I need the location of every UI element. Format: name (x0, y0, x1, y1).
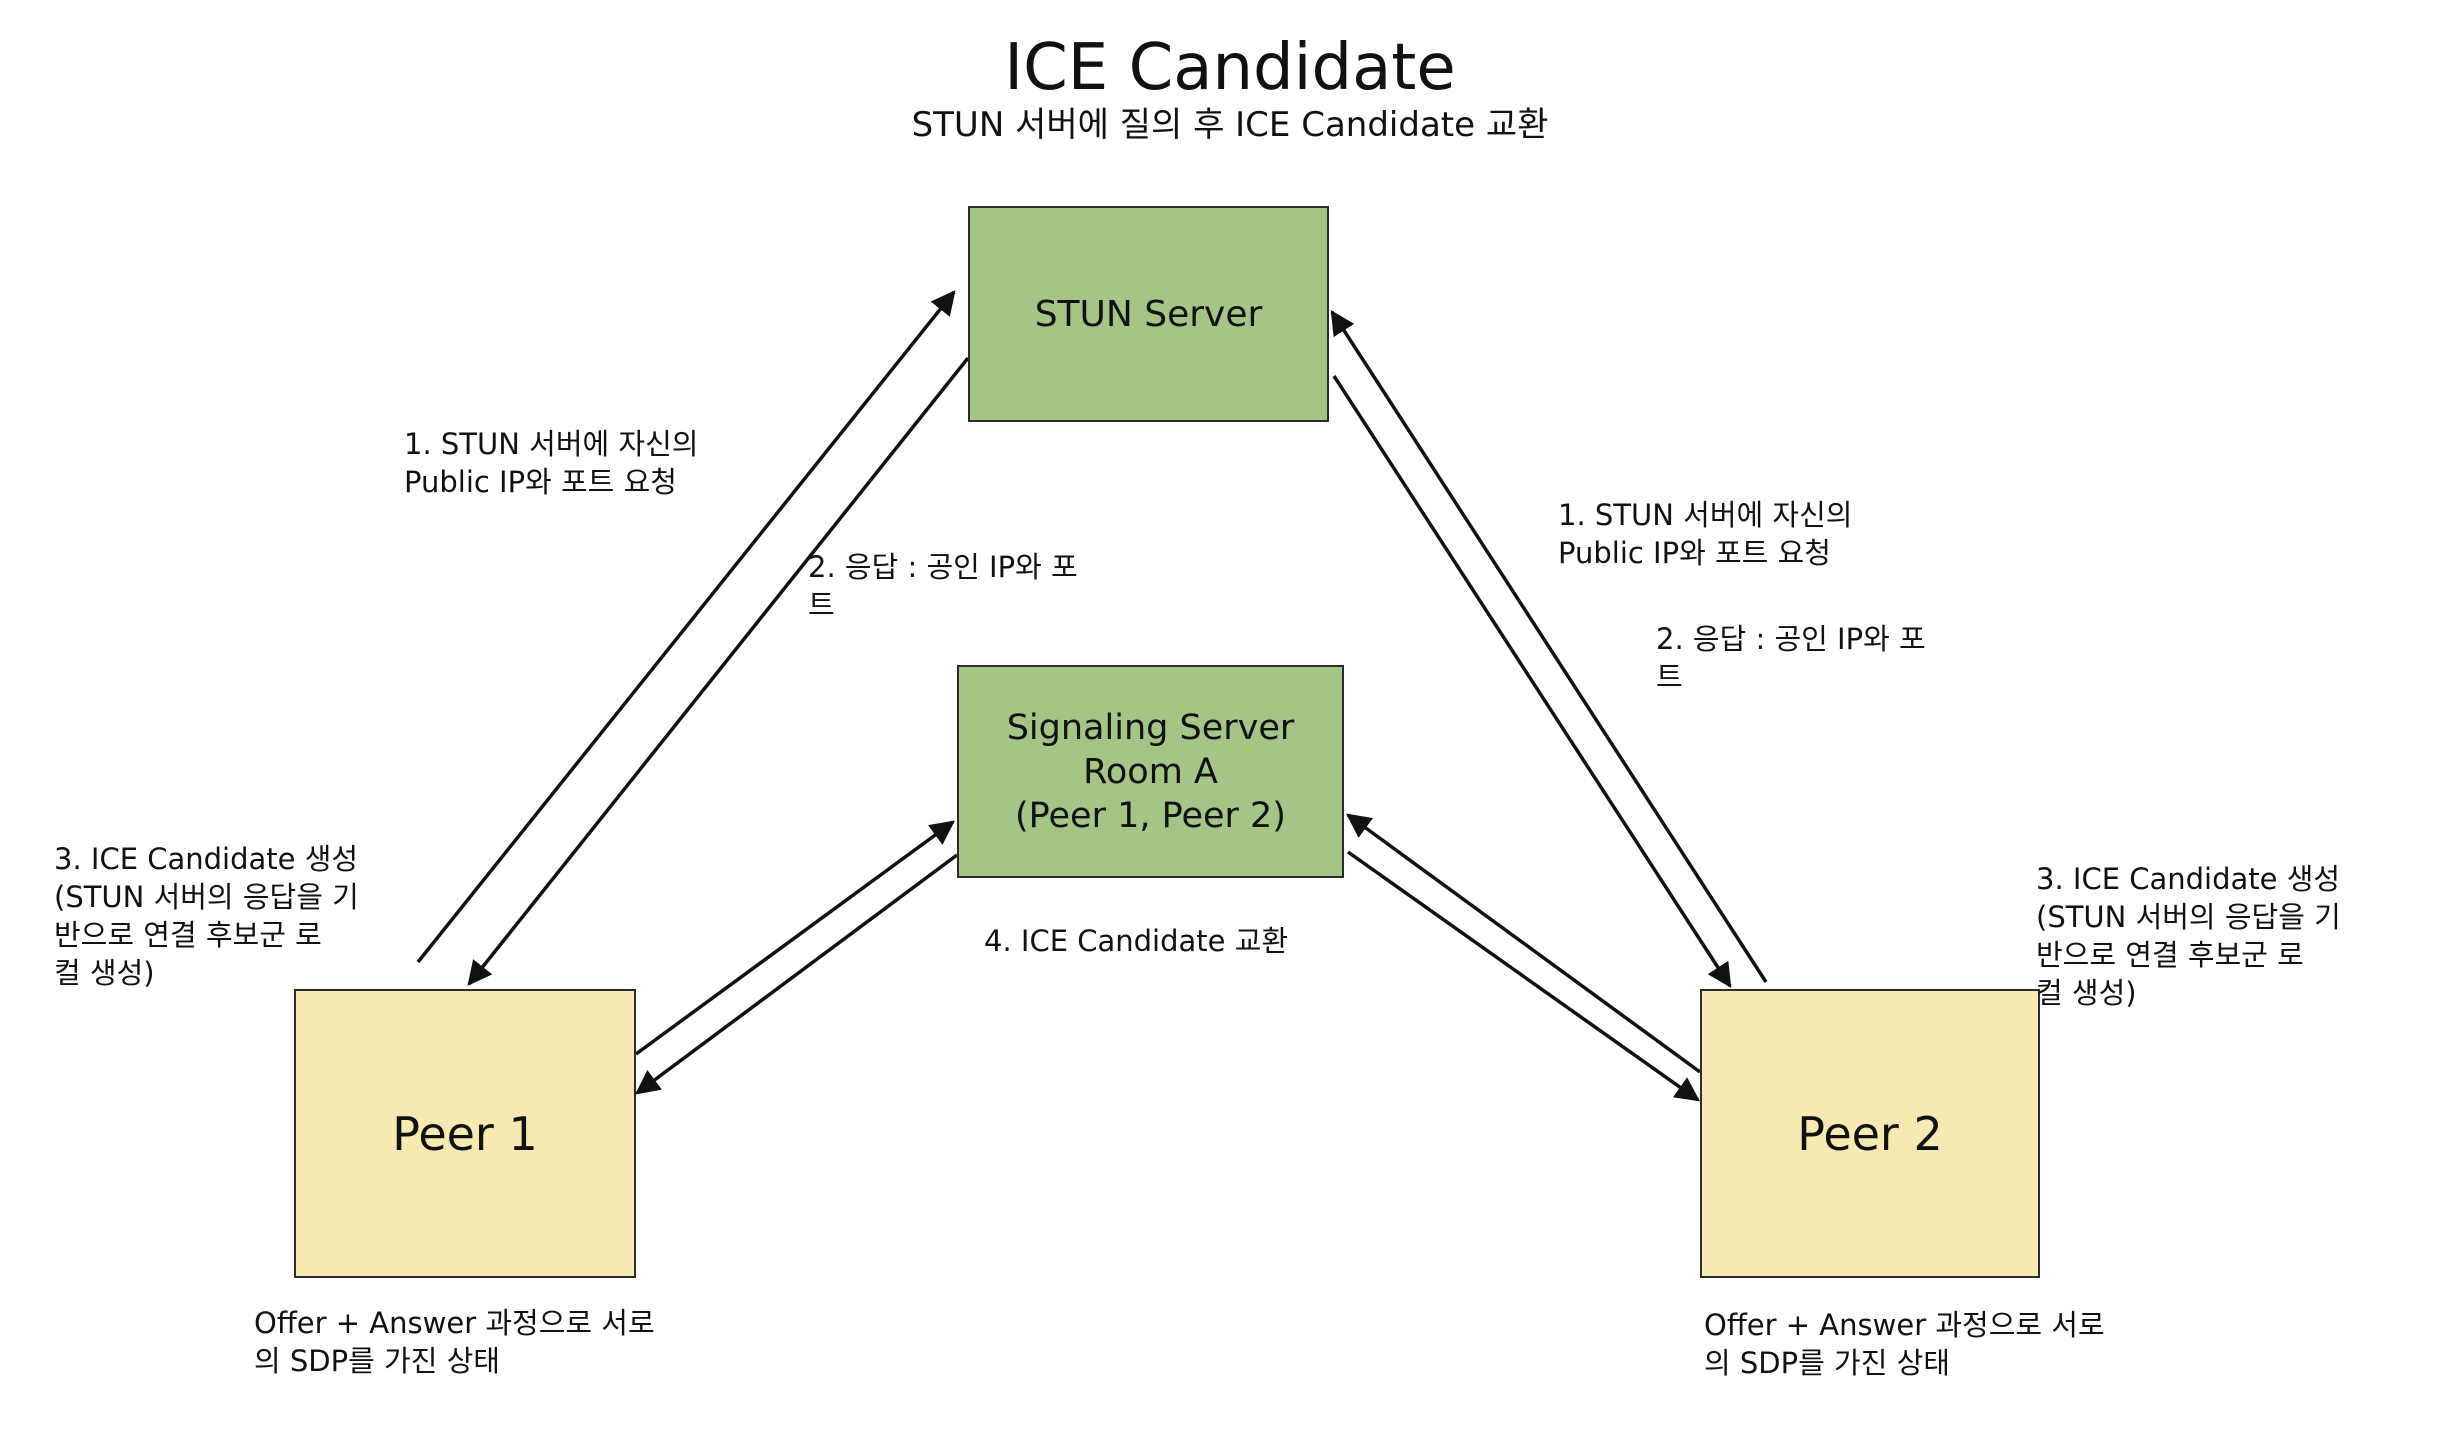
left-step3-label: 3. ICE Candidate 생성 (STUN 서버의 응답을 기 반으로 … (54, 842, 359, 990)
peer2-node: Peer 2 (1700, 989, 2040, 1278)
step4-label: 4. ICE Candidate 교환 (984, 924, 1289, 958)
signaling-server-node: Signaling Server Room A (Peer 1, Peer 2) (957, 665, 1344, 878)
peer1-note: Offer + Answer 과정으로 서로 의 SDP를 가진 상태 (254, 1306, 655, 1378)
signaling-peers-label: (Peer 1, Peer 2) (1015, 795, 1286, 836)
diagram-subtitle: STUN 서버에 질의 후 ICE Candidate 교환 (911, 105, 1549, 145)
right-step3-label: 3. ICE Candidate 생성 (STUN 서버의 응답을 기 반으로 … (2036, 862, 2341, 1010)
arrow-stun-to-peer2 (1332, 375, 1732, 989)
peer1-node: Peer 1 (294, 989, 636, 1278)
right-step2-label: 2. 응답 : 공인 IP와 포 트 (1656, 622, 1926, 694)
arrow-peer2-to-stun (1330, 309, 1768, 983)
stun-server-node: STUN Server (968, 206, 1329, 422)
arrow-peer2-to-signaling (1346, 813, 1702, 1074)
arrow-peer1-to-signaling (634, 820, 955, 1056)
diagram-title: ICE Candidate (1004, 31, 1456, 105)
signaling-room-label: Room A (1083, 751, 1218, 792)
right-step1-label: 1. STUN 서버에 자신의 Public IP와 포트 요청 (1558, 498, 1853, 570)
left-step1-label: 1. STUN 서버에 자신의 Public IP와 포트 요청 (404, 427, 699, 499)
peer1-label: Peer 1 (392, 1106, 538, 1161)
peer2-label: Peer 2 (1797, 1106, 1943, 1161)
stun-server-label: STUN Server (1034, 293, 1263, 335)
arrow-signaling-to-peer1 (635, 853, 959, 1095)
peer2-note: Offer + Answer 과정으로 서로 의 SDP를 가진 상태 (1704, 1308, 2105, 1380)
arrow-peer1-to-stun (416, 290, 956, 964)
signaling-server-label: Signaling Server (1006, 707, 1295, 748)
arrow-stun-to-peer1 (467, 356, 970, 986)
left-step2-label: 2. 응답 : 공인 IP와 포 트 (808, 550, 1078, 622)
arrow-signaling-to-peer2 (1346, 850, 1700, 1102)
